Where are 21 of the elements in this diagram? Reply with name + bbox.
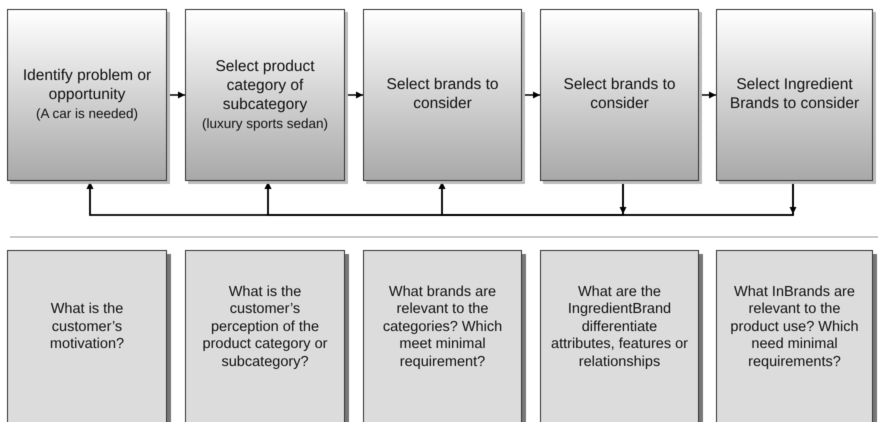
box-text: What InBrands are relevant to the product use? Which need minimal requirements? <box>729 284 860 371</box>
arrow <box>345 92 363 98</box>
box-text: What brands are relevant to the categories? Which meet minimal requirement? <box>382 284 504 371</box>
arrow <box>438 181 794 216</box>
box-text: Select brands to consider <box>385 76 500 114</box>
process-box <box>540 9 699 181</box>
box-note: (A car is needed) <box>36 105 138 123</box>
box-text: Select brands to consider <box>562 76 676 114</box>
box-text: Identify problem or opportunity <box>22 67 152 106</box>
box-note: (luxury sports sedan) <box>202 114 328 132</box>
arrow <box>522 92 540 98</box>
arrow <box>167 92 185 98</box>
box-text: What are the IngredientBrand differentiate attributes, features or relationships <box>551 284 688 371</box>
box-text: What is the customer’s motivation? <box>48 301 126 354</box>
process-box <box>185 9 345 181</box>
process-box <box>716 9 873 181</box>
process-box <box>7 9 167 181</box>
box-text: Select Ingredient Brands to consider <box>728 76 860 114</box>
box-text: Select product category of subcategory <box>214 58 316 115</box>
process-box <box>363 9 522 181</box>
box-text: What is the customer’s perception of the product category or subcategory? <box>202 284 328 371</box>
